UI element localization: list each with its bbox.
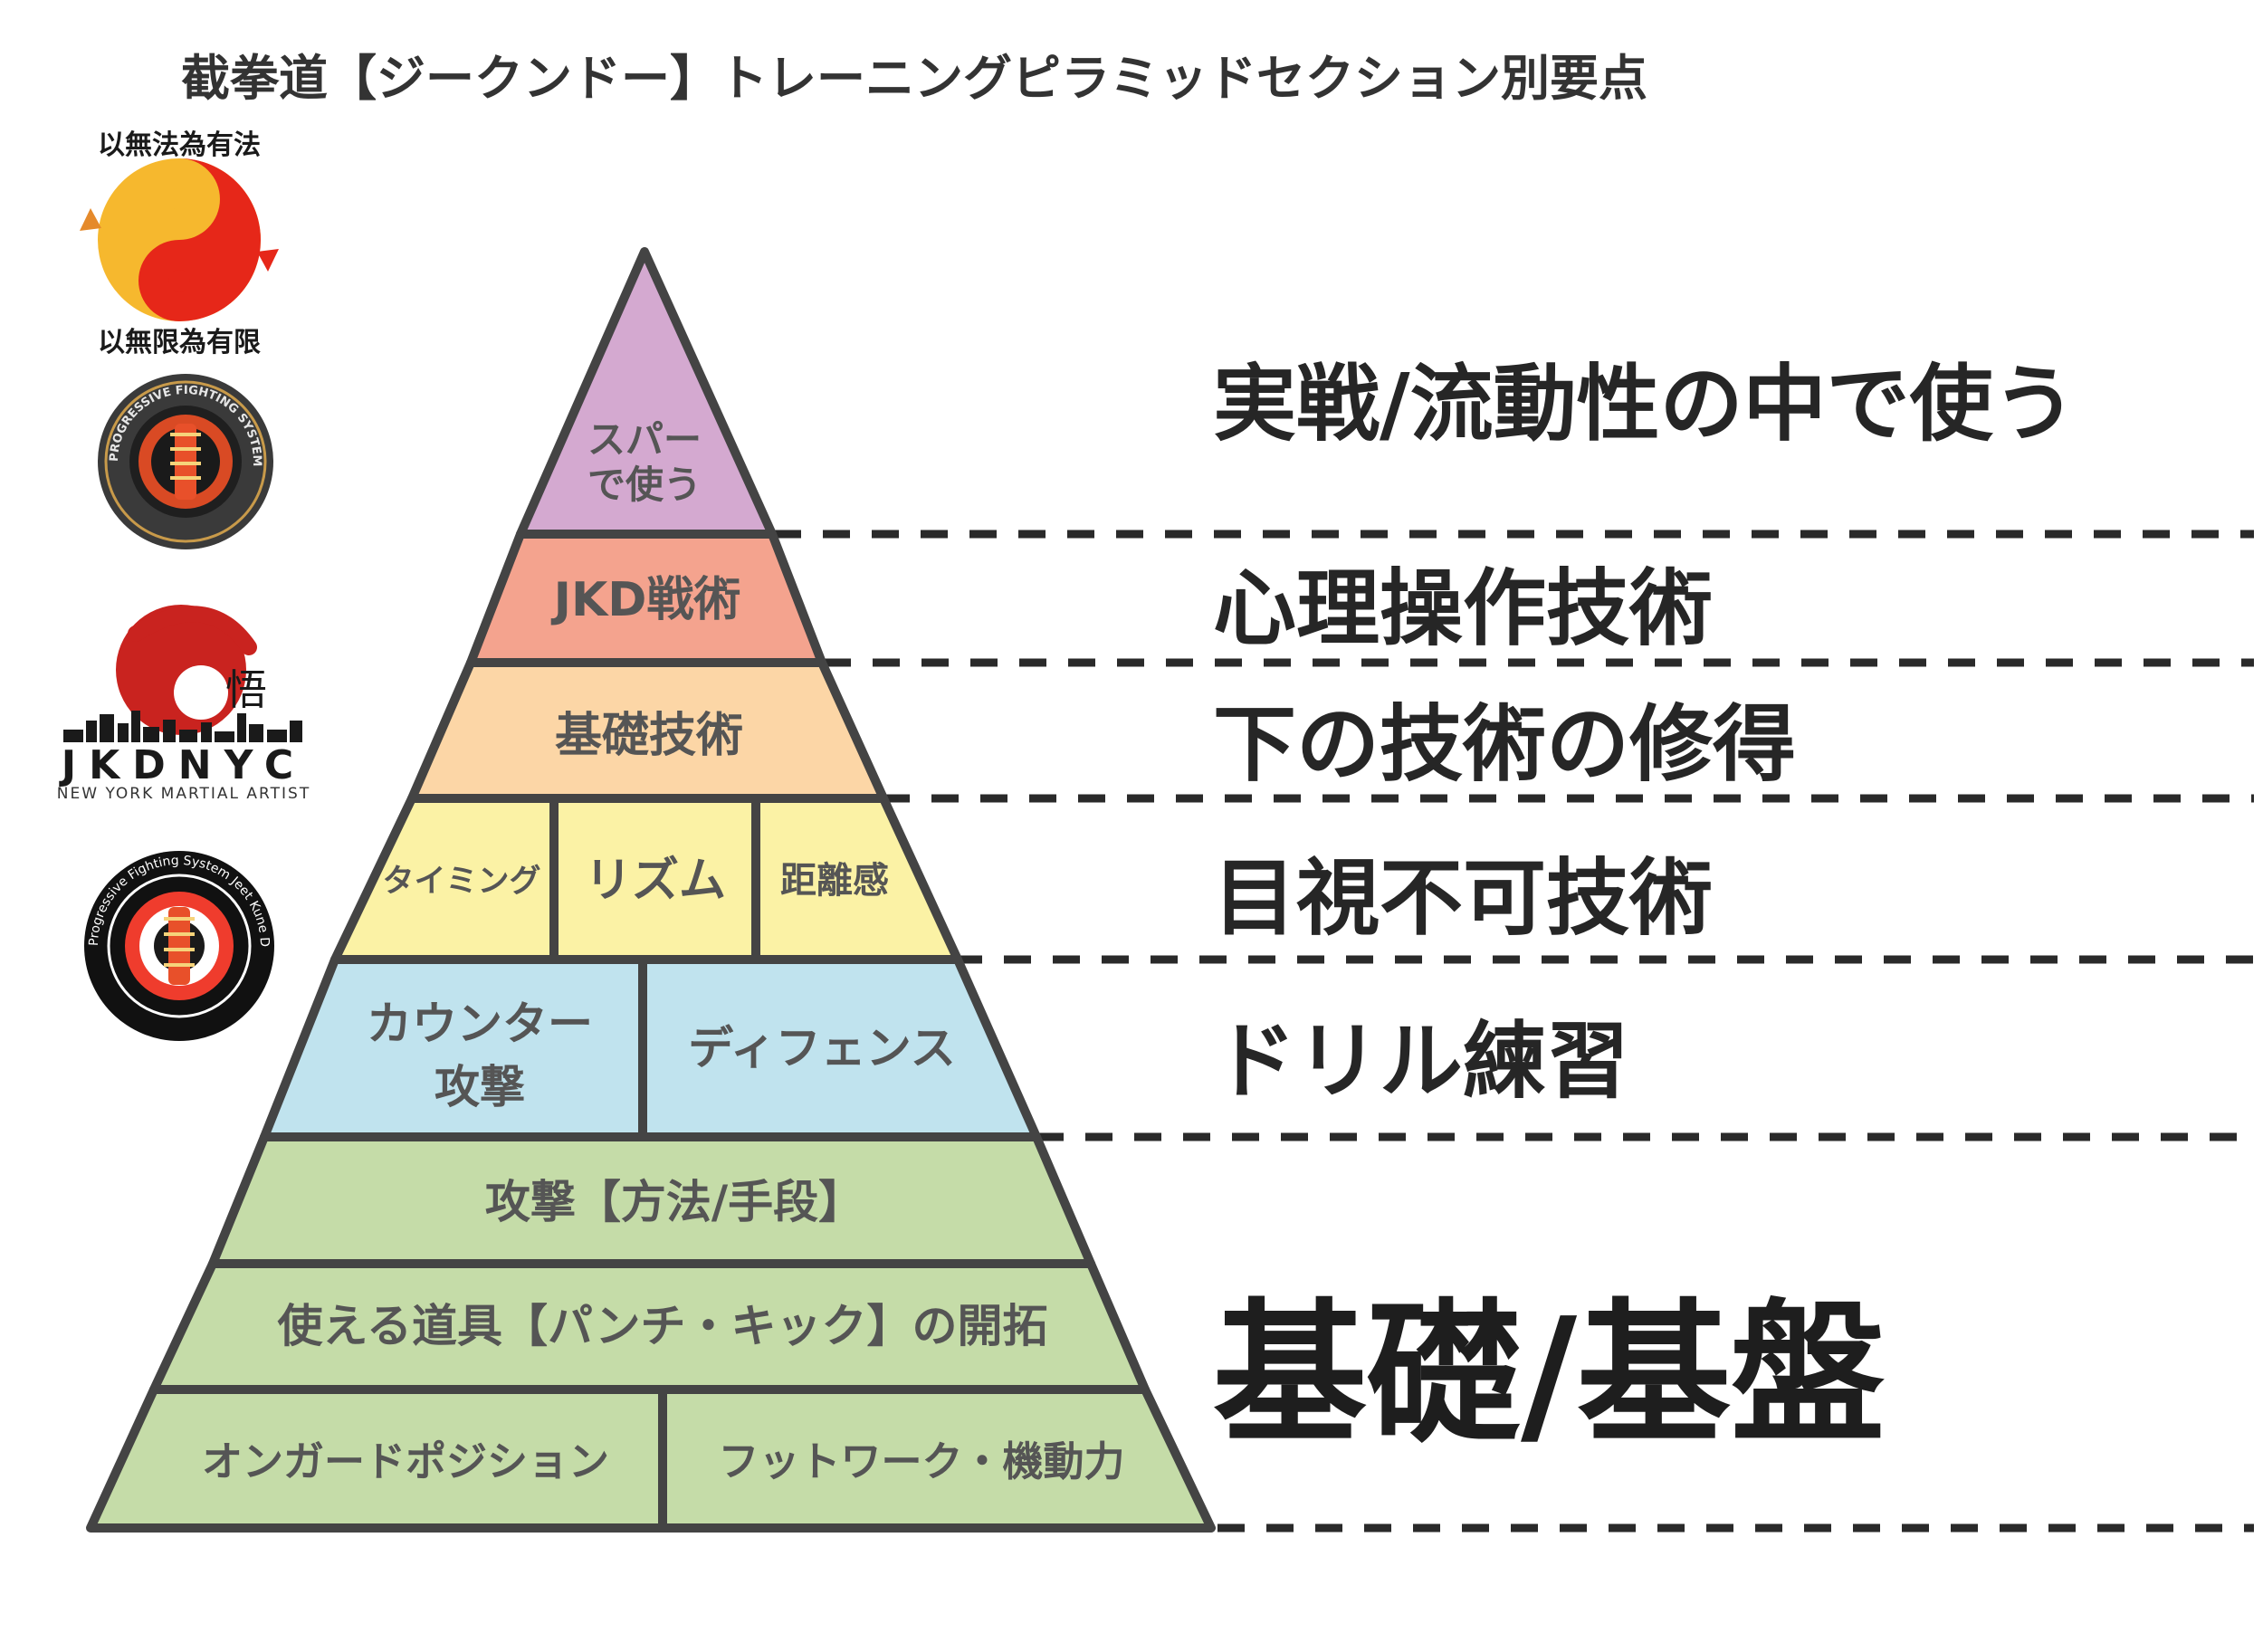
tools-label: 使える道具【パンチ・キック】の開拓 xyxy=(278,1300,1048,1352)
page-title: 截拳道【ジークンドー】トレーニングピラミッドセクション別要点 xyxy=(181,50,1647,107)
yinyang-motto-top: 以無法為有法 xyxy=(98,129,261,161)
cell-footwork xyxy=(658,1385,1216,1533)
footwork-label: フットワーク・機動力 xyxy=(718,1437,1124,1485)
level-label-basic: 下の技術の修得 xyxy=(1213,696,1797,793)
attack-label: 攻撃【方法/手段】 xyxy=(485,1176,864,1228)
defense-label: ディフェンス xyxy=(688,1022,956,1074)
layer-basic-label: 基礎技術 xyxy=(555,709,743,763)
level-label-tactics: 心理操作技術 xyxy=(1213,560,1714,657)
counter-attack-label: カウンター xyxy=(367,998,593,1050)
layer-tactics-label: JKD戦術 xyxy=(551,573,741,627)
on-guard-label: オンガードポジション xyxy=(202,1437,609,1485)
level-label-drill: ドリル練習 xyxy=(1213,1013,1630,1110)
jkdnyc-logo: 悟 JKDNYC NEW YORK MARTIAL ARTIST xyxy=(57,605,310,803)
distance-label: 距離感 xyxy=(780,860,889,902)
level-label-foundation: 基礎/基盤 xyxy=(1213,1285,1886,1465)
layer-sparring-label: スパー xyxy=(587,417,702,462)
jkd-yinyang-logo: 以無法為有法 以無限為有限 xyxy=(80,129,279,358)
jkdnyc-glyph: 悟 xyxy=(225,665,267,714)
timing-label: タイミング xyxy=(382,864,540,900)
yinyang-motto-bottom: 以無限為有限 xyxy=(98,327,261,358)
jkdnyc-name: JKDNYC xyxy=(59,742,306,788)
level-label-sparring: 実戦/流動性の中で使う xyxy=(1213,356,2077,453)
layer-sparring-label: で使う xyxy=(587,463,702,507)
level-label-invisible: 目視不可技術 xyxy=(1213,850,1714,947)
rhythm-label: リズム xyxy=(585,854,726,908)
counter-attack-label: 攻撃 xyxy=(434,1061,525,1113)
jkdnyc-tagline: NEW YORK MARTIAL ARTIST xyxy=(57,785,310,803)
